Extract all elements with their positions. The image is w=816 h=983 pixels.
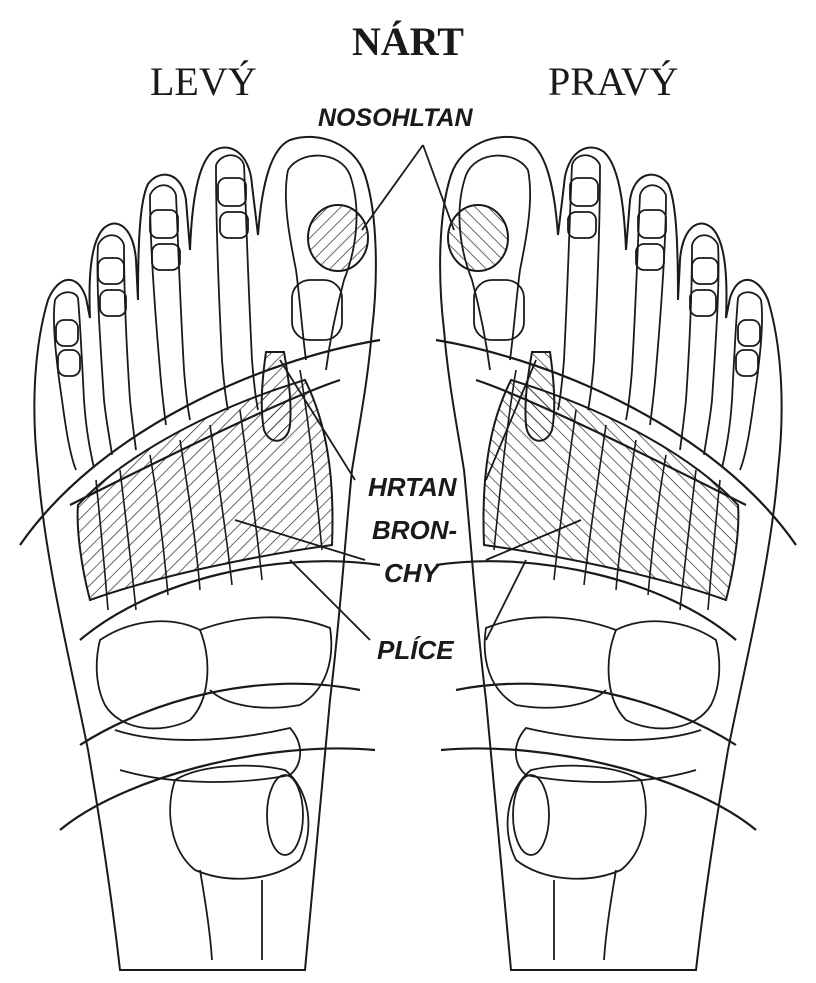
right-foot-label: PRAVÝ xyxy=(548,62,678,102)
right-toe-2 xyxy=(558,155,600,410)
left-foot-label: LEVÝ xyxy=(150,62,257,102)
left-toe-4-joint xyxy=(98,258,124,284)
right-toe-4-joint xyxy=(690,290,716,316)
right-toe-2-joint xyxy=(570,178,598,206)
right-toe-5-joint xyxy=(736,350,758,376)
left-toe-4-joint xyxy=(100,290,126,316)
right-foot xyxy=(423,137,796,970)
left-toe-3 xyxy=(150,185,190,425)
page-title: NÁRT xyxy=(0,22,816,62)
left-toe-2-joint xyxy=(220,212,248,238)
nasopharynx-label: NOSOHLTAN xyxy=(318,106,473,131)
right-toe-2-joint xyxy=(568,212,596,238)
right-toe-5 xyxy=(722,292,762,470)
bronchi-label-line1: BRON- xyxy=(372,517,457,543)
right-toe-1-joint xyxy=(474,280,524,340)
left-toe-5 xyxy=(54,292,94,470)
left-lung-zone xyxy=(78,380,333,600)
lungs-label: PLÍCE xyxy=(377,637,454,663)
right-toe-5-joint xyxy=(738,320,760,346)
right-toe-3-joint xyxy=(638,210,666,238)
right-toe-4-joint xyxy=(692,258,718,284)
left-toe-3-joint xyxy=(152,244,180,270)
bronchi-label-line2: CHY xyxy=(384,560,439,586)
right-nasopharynx-zone xyxy=(448,205,508,271)
left-toe-4 xyxy=(97,235,136,455)
left-toe-3-joint xyxy=(150,210,178,238)
right-toe-3-joint xyxy=(636,244,664,270)
right-toe-4 xyxy=(680,235,719,455)
left-toe-1-joint xyxy=(292,280,342,340)
left-toe-5-joint xyxy=(58,350,80,376)
left-toe-5-joint xyxy=(56,320,78,346)
larynx-label: HRTAN xyxy=(368,474,457,500)
left-foot xyxy=(20,137,423,970)
left-toe-2 xyxy=(216,155,258,410)
left-nasopharynx-zone xyxy=(308,205,368,271)
left-toe-2-joint xyxy=(218,178,246,206)
right-toe-3 xyxy=(626,185,666,425)
